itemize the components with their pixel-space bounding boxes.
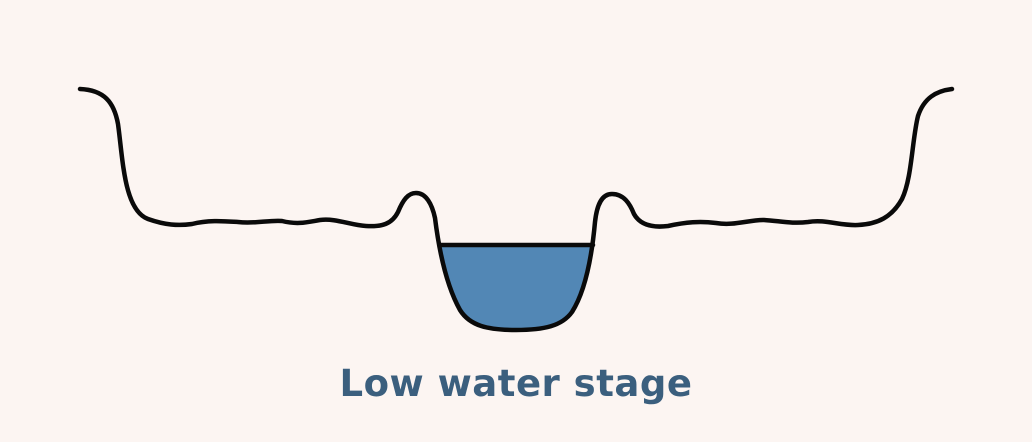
water-body [441,245,592,329]
river-bank-profile [77,86,955,333]
diagram-caption: Low water stage [339,362,693,405]
